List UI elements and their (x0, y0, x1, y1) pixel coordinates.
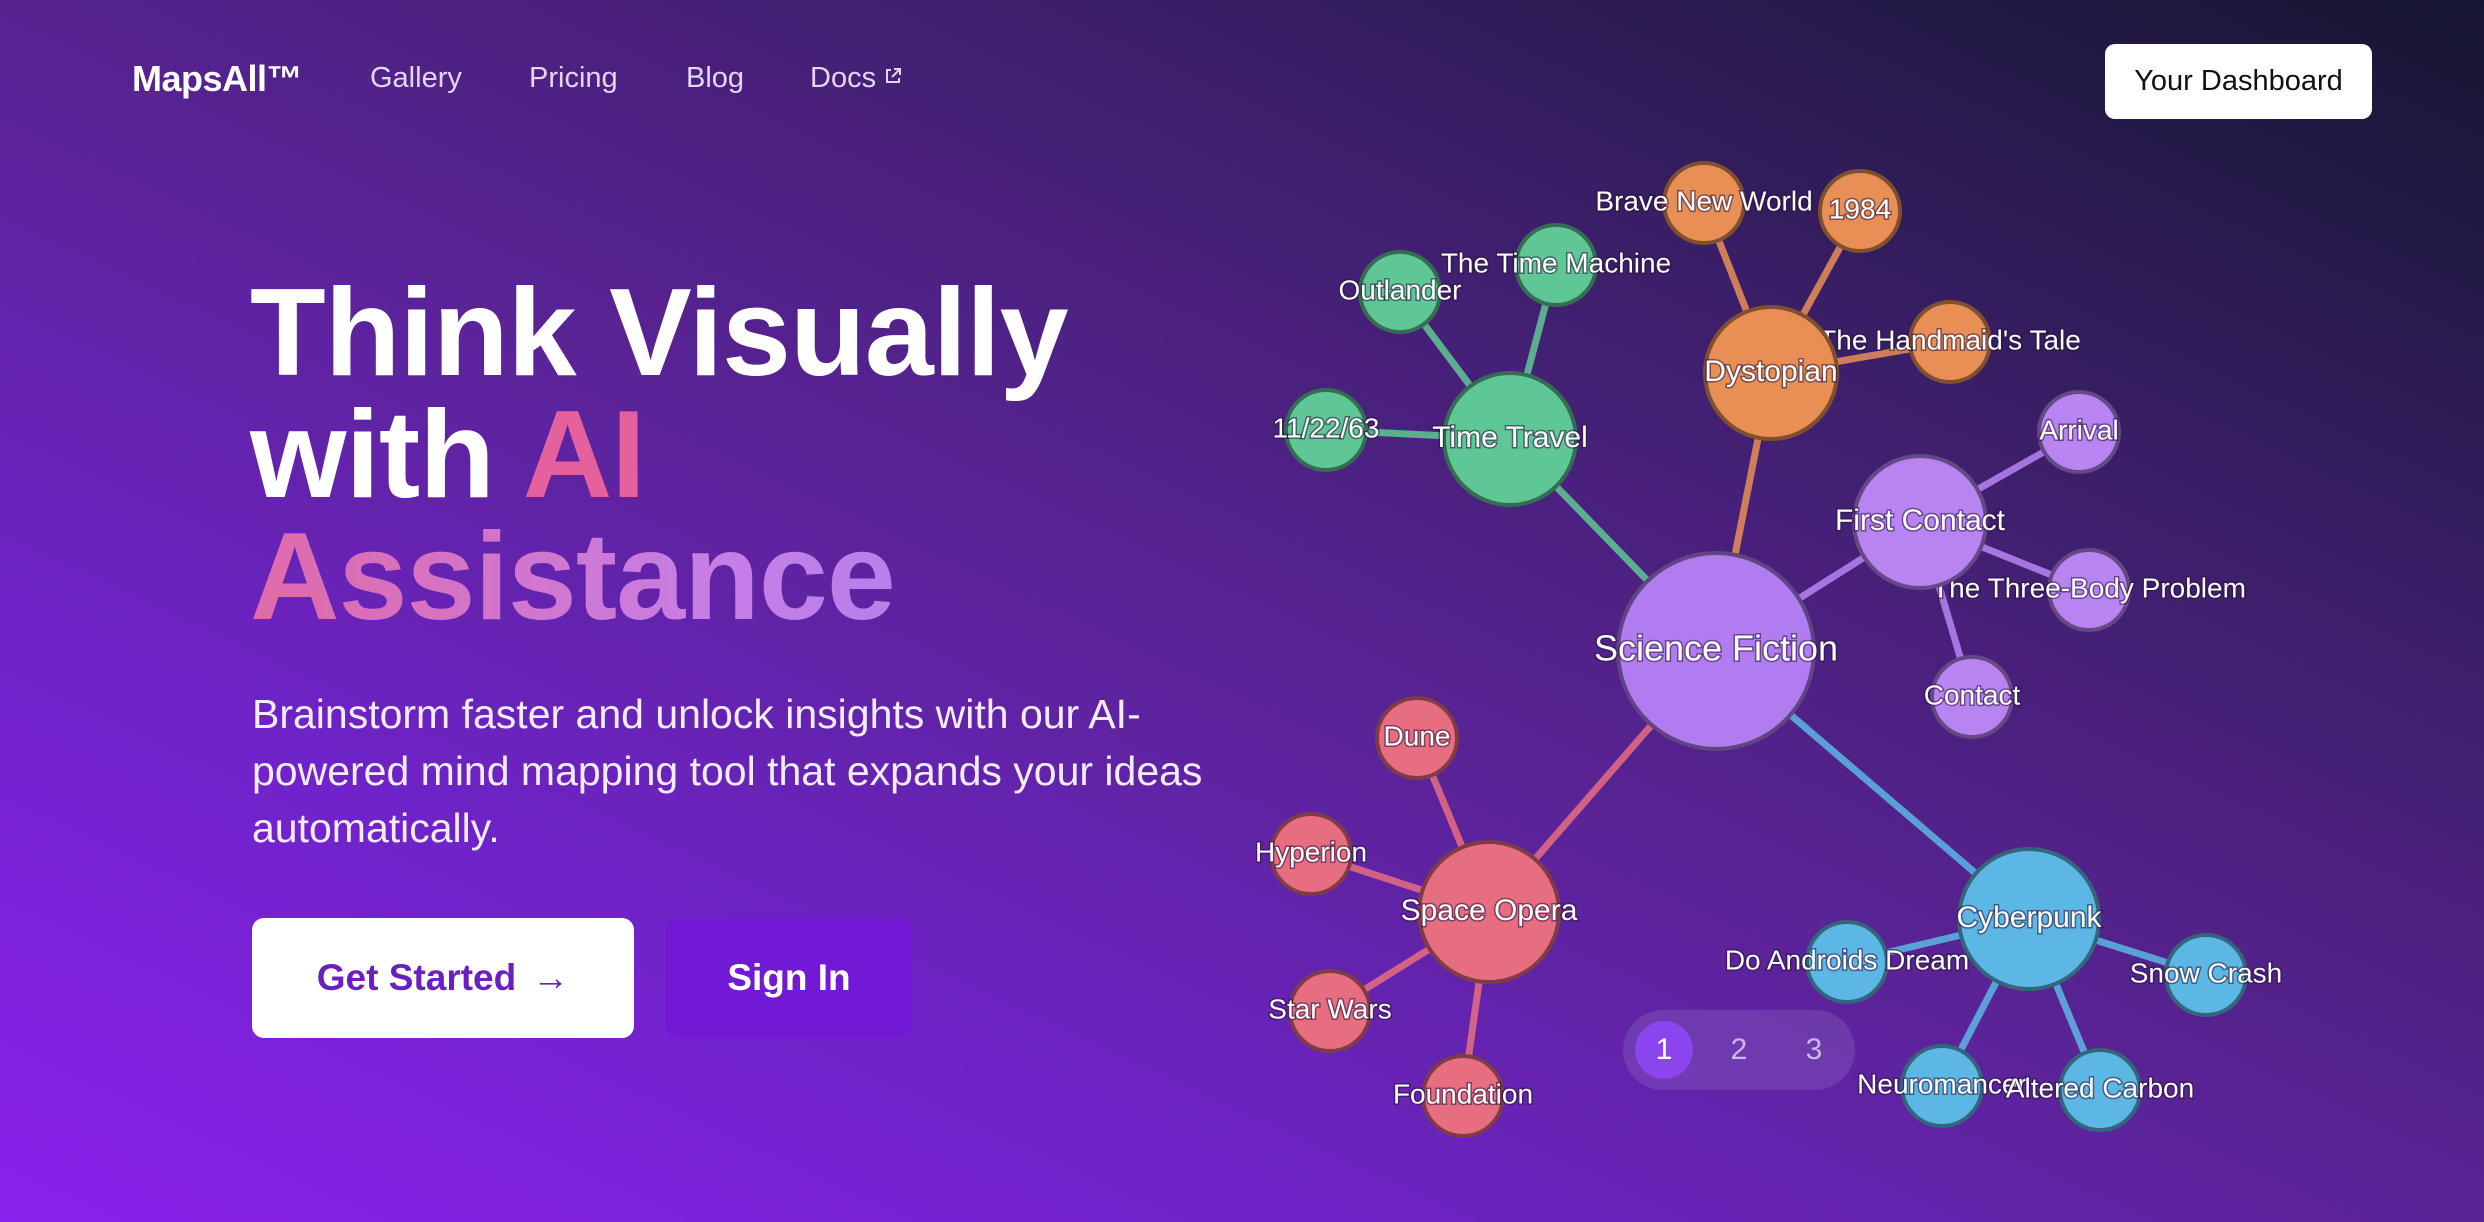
leaf-contact-node[interactable] (1930, 655, 2014, 739)
page-2-button[interactable]: 2 (1730, 1033, 1748, 1066)
get-started-button[interactable]: Get Started → (252, 918, 634, 1038)
leaf-11-22-63-label: 11/22/63 (1273, 412, 1380, 443)
hero-title-line-2: with AI (250, 393, 1068, 517)
arrow-right-icon: → (532, 957, 570, 998)
leaf-the-handmaid-s-tale-label: The Handmaid's Tale (1819, 324, 2081, 355)
leaf-do-androids-dream-node[interactable] (1805, 920, 1889, 1004)
nav-link-docs-label: Docs (810, 62, 877, 94)
leaf-neuromancer-node[interactable] (1900, 1044, 1984, 1128)
leaf-the-three-body-problem-node[interactable] (2047, 548, 2131, 632)
branch-dystopian-node[interactable] (1703, 305, 1839, 441)
leaf-the-time-machine-label: The Time Machine (1441, 247, 1671, 278)
hero-title-line-2-prefix: with (250, 386, 523, 524)
leaf-1984-label: 1984 (1829, 193, 1891, 224)
page-3-button[interactable]: 3 (1805, 1033, 1823, 1066)
branch-space-opera-label: Space Opera (1401, 894, 1578, 927)
leaf-snow-crash-label: Snow Crash (2130, 957, 2283, 988)
nav-link-docs[interactable]: Docs (810, 62, 902, 95)
leaf-1984-node[interactable] (1818, 169, 1902, 253)
center-science-fiction-label: Science Fiction (1594, 628, 1838, 669)
nav-link-blog[interactable]: Blog (686, 62, 745, 94)
leaf-outlander-label: Outlander (1339, 274, 1462, 305)
sign-in-button[interactable]: Sign In (666, 918, 912, 1038)
leaf-contact-label: Contact (1924, 679, 2021, 710)
leaf-the-three-body-problem-label: The Three-Body Problem (1932, 572, 2246, 603)
top-navigation: MapsAll™ Gallery Pricing Blog Docs Your … (0, 0, 2484, 165)
leaf-11-22-63-node[interactable] (1284, 388, 1368, 472)
leaf-do-androids-dream-label: Do Androids Dream (1725, 944, 1969, 975)
leaf-foundation-node[interactable] (1421, 1054, 1505, 1138)
nav-link-gallery[interactable]: Gallery (370, 62, 462, 94)
leaf-brave-new-world-label: Brave New World (1595, 185, 1812, 216)
leaf-arrival-label: Arrival (2039, 414, 2118, 445)
hero-title-accent: AI (522, 386, 646, 524)
leaf-the-time-machine-node[interactable] (1514, 223, 1598, 307)
branch-first-contact-node[interactable] (1852, 454, 1988, 590)
branch-time-travel-node[interactable] (1442, 371, 1578, 507)
page-1-button[interactable]: 1 (1635, 1021, 1693, 1079)
leaf-altered-carbon-node[interactable] (2058, 1048, 2142, 1132)
branch-dystopian-label: Dystopian (1704, 355, 1837, 388)
hero-title: Think Visually with AI Assistance (250, 264, 1069, 639)
pagination: 1 2 3 (1623, 1010, 1855, 1090)
dashboard-button[interactable]: Your Dashboard (2105, 44, 2372, 119)
nav-link-pricing[interactable]: Pricing (529, 62, 618, 94)
branch-space-opera-node[interactable] (1417, 840, 1561, 984)
leaf-hyperion-node[interactable] (1269, 812, 1353, 896)
brand-logo[interactable]: MapsAll™ (132, 58, 303, 99)
leaf-snow-crash-node[interactable] (2164, 933, 2248, 1017)
leaf-dune-node[interactable] (1375, 696, 1459, 780)
center-science-fiction-node[interactable] (1616, 551, 1816, 751)
leaf-the-handmaid-s-tale-node[interactable] (1908, 300, 1992, 384)
external-link-icon (884, 65, 902, 91)
get-started-label: Get Started (316, 957, 517, 998)
leaf-neuromancer-label: Neuromancer (1857, 1068, 2027, 1099)
branch-time-travel-label: Time Travel (1432, 421, 1588, 454)
hero-title-line-1: Think Visually (250, 264, 1069, 402)
branch-cyberpunk-node[interactable] (1957, 847, 2101, 991)
leaf-altered-carbon-label: Altered Carbon (2006, 1072, 2194, 1103)
leaf-foundation-label: Foundation (1393, 1078, 1533, 1109)
leaf-brave-new-world-node[interactable] (1662, 161, 1746, 245)
branch-cyberpunk-label: Cyberpunk (1956, 901, 2102, 934)
branch-first-contact-label: First Contact (1835, 504, 2006, 537)
hero-subtitle: Brainstorm faster and unlock insights wi… (252, 691, 1203, 851)
leaf-star-wars-label: Star Wars (1268, 993, 1391, 1024)
leaf-star-wars-node[interactable] (1288, 969, 1372, 1053)
leaf-dune-label: Dune (1384, 720, 1451, 751)
leaf-arrival-node[interactable] (2037, 390, 2121, 474)
hero-title-line-3: Assistance (250, 515, 1068, 639)
leaf-hyperion-label: Hyperion (1255, 836, 1367, 867)
leaf-outlander-node[interactable] (1358, 250, 1442, 334)
